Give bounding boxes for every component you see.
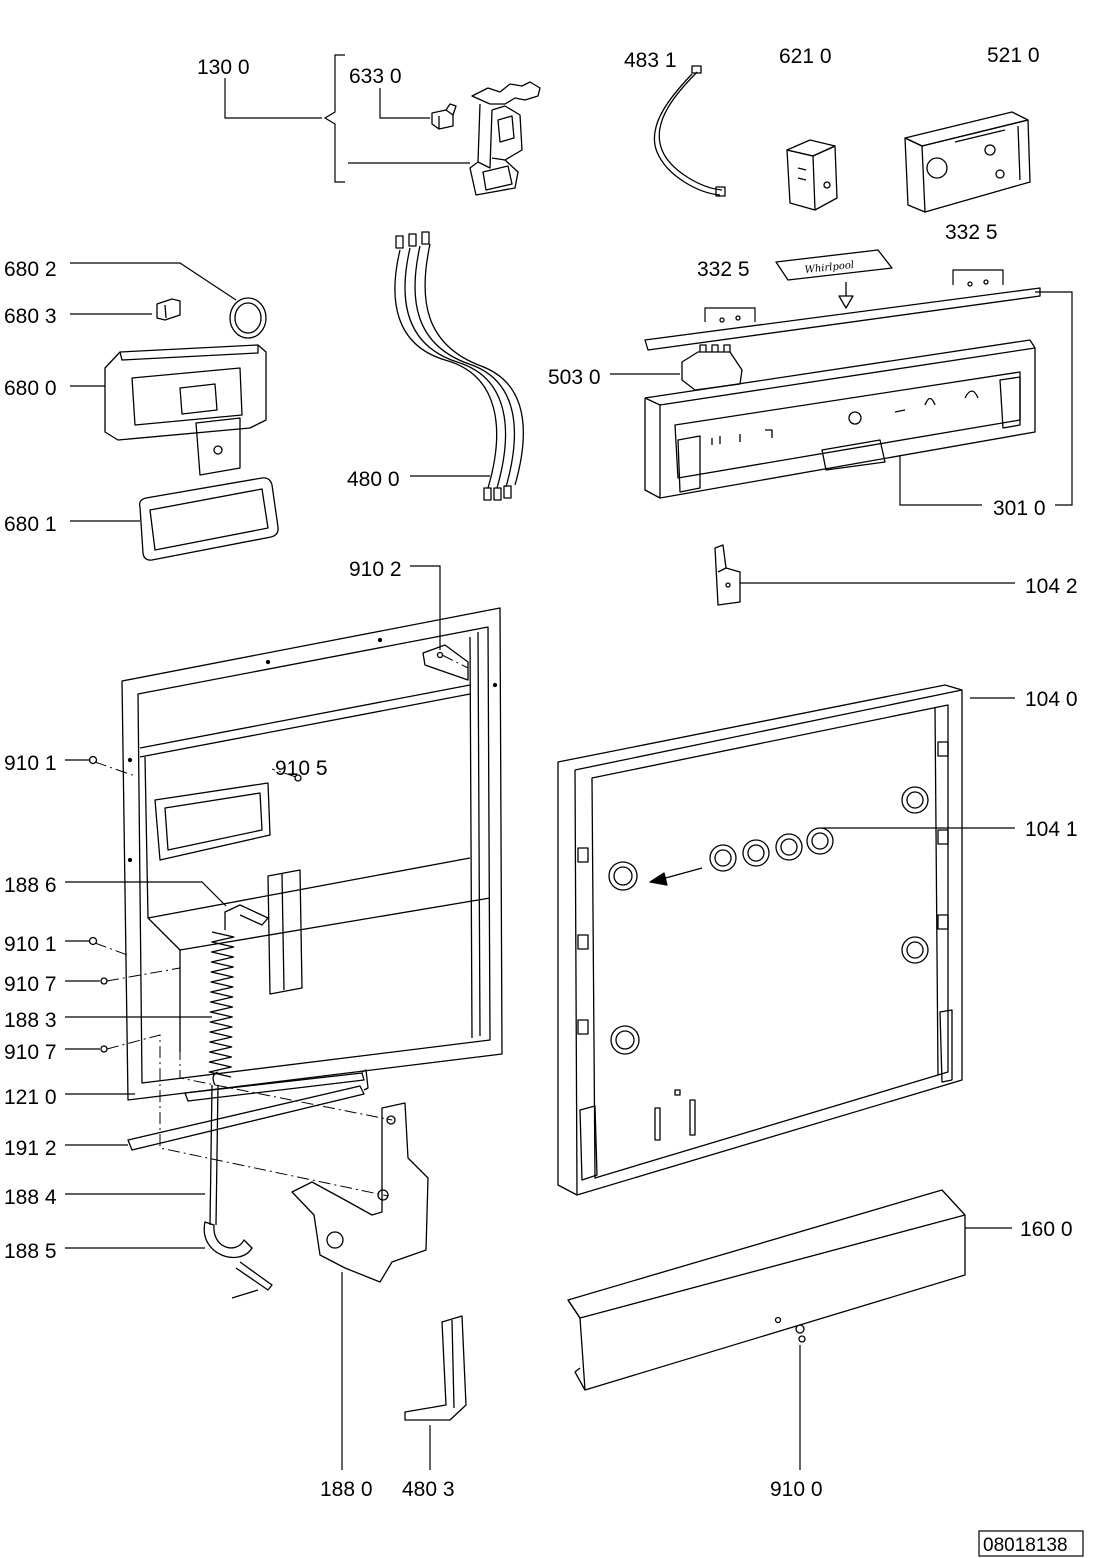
dispenser-ring [229, 297, 267, 339]
callout-633-0: 633 0 [349, 65, 402, 88]
callout-480-3: 480 3 [402, 1478, 455, 1501]
drawing-number: 08018138 [983, 1535, 1068, 1556]
kick-plate [567, 1189, 966, 1391]
callout-104-0: 104 0 [1025, 688, 1078, 711]
door-bracket-910-2 [422, 644, 469, 681]
door-feet-rollers [608, 786, 929, 1055]
drawing-number-box: 08018138 [978, 1530, 1084, 1557]
screw-icon [88, 936, 98, 946]
outer-door-panel [557, 684, 963, 1196]
callout-301-0: 301 0 [993, 497, 1046, 520]
mounting-arrow-icon [649, 867, 703, 886]
callout-910-5: 910 5 [275, 757, 328, 780]
door-hinge [291, 1102, 429, 1283]
callout-160-0: 160 0 [1020, 1218, 1073, 1241]
callout-680-0: 680 0 [4, 377, 57, 400]
electronic-board [904, 111, 1031, 213]
screw-icon [294, 774, 302, 782]
kick-plate-screw [795, 1324, 806, 1343]
callout-910-1-upper: 910 1 [4, 752, 57, 775]
callout-910-7-lower: 910 7 [4, 1041, 57, 1064]
inner-door-panel [121, 607, 503, 1101]
callout-680-3: 680 3 [4, 305, 57, 328]
screw-icon [88, 755, 98, 765]
callout-121-0: 121 0 [4, 1086, 57, 1109]
brand-label-card: Whirlpool [775, 249, 893, 309]
callout-521-0: 521 0 [987, 44, 1040, 67]
wire-harness-short [653, 65, 726, 197]
screw-icon [100, 977, 108, 985]
connector-block [681, 344, 743, 391]
assembly-lines [94, 654, 469, 1197]
callout-503-0: 503 0 [548, 366, 601, 389]
callout-104-1: 104 1 [1025, 818, 1078, 841]
callout-188-4: 188 4 [4, 1186, 57, 1209]
door-latch-assembly [469, 81, 541, 196]
callout-910-1-lower: 910 1 [4, 933, 57, 956]
callout-680-1: 680 1 [4, 513, 57, 536]
callout-188-0: 188 0 [320, 1478, 373, 1501]
callout-910-2: 910 2 [349, 558, 402, 581]
callout-332-5-left: 332 5 [697, 258, 750, 281]
control-panel [644, 339, 1036, 499]
callout-910-0: 910 0 [770, 1478, 823, 1501]
dispenser-gasket [138, 477, 279, 561]
control-module-small [786, 139, 838, 211]
rod-clip [203, 1221, 273, 1299]
callout-480-0: 480 0 [347, 468, 400, 491]
callout-191-2: 191 2 [4, 1137, 57, 1160]
spring-hook [224, 904, 269, 930]
callout-188-6: 188 6 [4, 874, 57, 897]
seal-strip [127, 1085, 365, 1151]
dispenser-clip [156, 298, 181, 321]
callout-483-1: 483 1 [624, 49, 677, 72]
callout-680-2: 680 2 [4, 258, 57, 281]
detergent-dispenser [104, 344, 267, 476]
callout-910-7-upper: 910 7 [4, 973, 57, 996]
callout-labels: 130 0 633 0 483 1 621 0 521 0 680 2 680 … [4, 44, 1078, 1501]
leader-lines [65, 54, 1073, 1470]
screws [88, 755, 302, 1053]
l-bracket [404, 1315, 467, 1421]
callout-130-0: 130 0 [197, 56, 250, 79]
tension-spring [208, 931, 235, 1078]
spring-rod [209, 1071, 219, 1226]
callout-621-0: 621 0 [779, 45, 832, 68]
door-rail [184, 1069, 369, 1102]
brand-label: Whirlpool [804, 260, 854, 276]
callout-332-5-right: 332 5 [945, 221, 998, 244]
panel-strip [644, 279, 1041, 351]
wire-harness [394, 231, 524, 501]
screw-icon [100, 1045, 108, 1053]
micro-switch [431, 103, 457, 130]
panel-bracket [714, 544, 741, 606]
callout-188-3: 188 3 [4, 1009, 57, 1032]
callout-104-2: 104 2 [1025, 575, 1078, 598]
callout-188-5: 188 5 [4, 1240, 57, 1263]
